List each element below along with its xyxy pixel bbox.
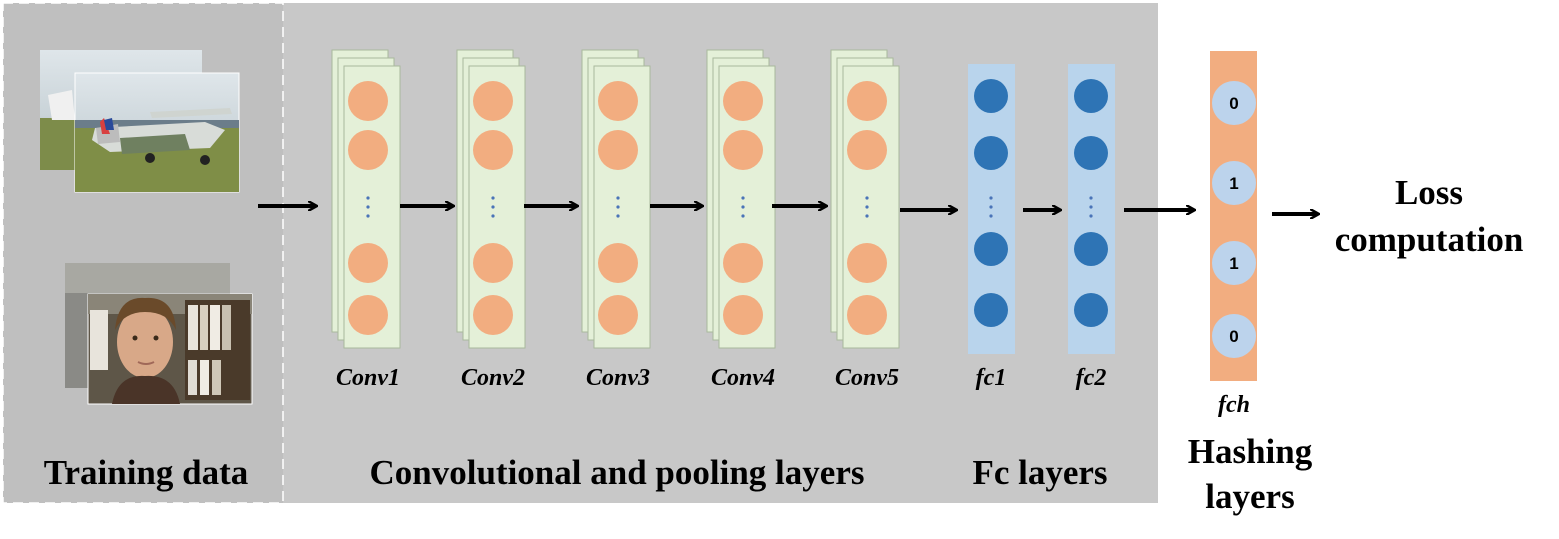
conv-node <box>723 130 763 170</box>
conv-layer-1: Conv1 <box>331 49 401 391</box>
fc-node <box>974 232 1008 266</box>
conv-label: Conv3 <box>586 365 650 391</box>
fc-layer-2: fc2 <box>1068 64 1115 391</box>
ellipsis-dot <box>865 214 869 218</box>
hash-bit-node: 1 <box>1212 161 1256 205</box>
ellipsis-dot <box>989 214 993 218</box>
hash-node <box>1212 314 1256 358</box>
ellipsis-dot <box>741 205 745 209</box>
fc-node <box>974 79 1008 113</box>
conv-section-label: Convolutional and pooling layers <box>370 453 865 492</box>
ellipsis-dot <box>989 205 993 209</box>
ellipsis-dot <box>989 196 993 200</box>
loss-label-line2: computation <box>1335 220 1524 259</box>
fc-layers: fc1 fc2 <box>968 64 1115 391</box>
hash-node <box>1212 241 1256 285</box>
ellipsis-dot <box>1089 214 1093 218</box>
fc-node <box>1074 79 1108 113</box>
ellipsis-dot <box>491 205 495 209</box>
ellipsis-dot <box>865 205 869 209</box>
conv-node <box>723 243 763 283</box>
fc-node <box>1074 293 1108 327</box>
hash-bit-node: 0 <box>1212 314 1256 358</box>
ellipsis-dot <box>616 214 620 218</box>
conv-layer-3: Conv3 <box>581 49 651 391</box>
conv-node <box>847 130 887 170</box>
conv-label: Conv1 <box>336 365 400 391</box>
airplane-image-stack <box>40 50 240 193</box>
ellipsis-dot <box>741 214 745 218</box>
fc-node <box>974 293 1008 327</box>
hashing-label-line1: Hashing <box>1188 432 1313 471</box>
hash-bit-value: 1 <box>1229 254 1238 273</box>
conv-node <box>348 81 388 121</box>
face-image-stack <box>65 263 253 405</box>
fc-label: fc2 <box>1076 365 1107 391</box>
hash-bit-value: 0 <box>1229 327 1238 346</box>
hash-node <box>1212 161 1256 205</box>
ellipsis-dot <box>491 196 495 200</box>
fc-label: fc1 <box>976 365 1007 391</box>
conv-node <box>847 295 887 335</box>
training-data-label: Training data <box>44 453 249 492</box>
conv-layer-2: Conv2 <box>456 49 526 391</box>
conv-node <box>598 81 638 121</box>
fc-node <box>974 136 1008 170</box>
hash-bit-value: 1 <box>1229 174 1238 193</box>
conv-label: Conv4 <box>711 365 775 391</box>
conv-node <box>348 243 388 283</box>
conv-layer-4: Conv4 <box>706 49 776 391</box>
hash-bit-value: 0 <box>1229 94 1238 113</box>
conv-node <box>473 130 513 170</box>
conv-node <box>847 81 887 121</box>
conv-node <box>473 295 513 335</box>
fc-node <box>1074 136 1108 170</box>
hash-bit-node: 1 <box>1212 241 1256 285</box>
ellipsis-dot <box>741 196 745 200</box>
conv-node <box>348 295 388 335</box>
conv-label: Conv2 <box>461 365 525 391</box>
ellipsis-dot <box>865 196 869 200</box>
ellipsis-dot <box>616 196 620 200</box>
conv-label: Conv5 <box>835 365 899 391</box>
loss-label-line1: Loss <box>1395 173 1463 212</box>
fc-section-label: Fc layers <box>972 453 1107 492</box>
ellipsis-dot <box>366 214 370 218</box>
fc-layer-1: fc1 <box>968 64 1015 391</box>
conv-node <box>473 81 513 121</box>
conv-node <box>723 81 763 121</box>
hash-label: fch <box>1218 392 1250 418</box>
conv-layer-5: Conv5 <box>830 49 900 391</box>
ellipsis-dot <box>366 196 370 200</box>
hash-bit-node: 0 <box>1212 81 1256 125</box>
ellipsis-dot <box>1089 205 1093 209</box>
conv-node <box>847 243 887 283</box>
hash-node <box>1212 81 1256 125</box>
conv-node <box>348 130 388 170</box>
hashing-layer: 0 1 1 0 fch <box>1210 51 1257 418</box>
conv-node <box>473 243 513 283</box>
conv-node <box>598 295 638 335</box>
fc-node <box>1074 232 1108 266</box>
conv-layers: Conv1 Conv2 Conv3 Conv4 Conv5 <box>331 49 900 391</box>
conv-node <box>598 243 638 283</box>
conv-node <box>723 295 763 335</box>
ellipsis-dot <box>491 214 495 218</box>
hashing-label-line2: layers <box>1205 477 1294 516</box>
ellipsis-dot <box>616 205 620 209</box>
ellipsis-dot <box>366 205 370 209</box>
conv-node <box>598 130 638 170</box>
ellipsis-dot <box>1089 196 1093 200</box>
flow-arrows <box>258 206 1318 214</box>
